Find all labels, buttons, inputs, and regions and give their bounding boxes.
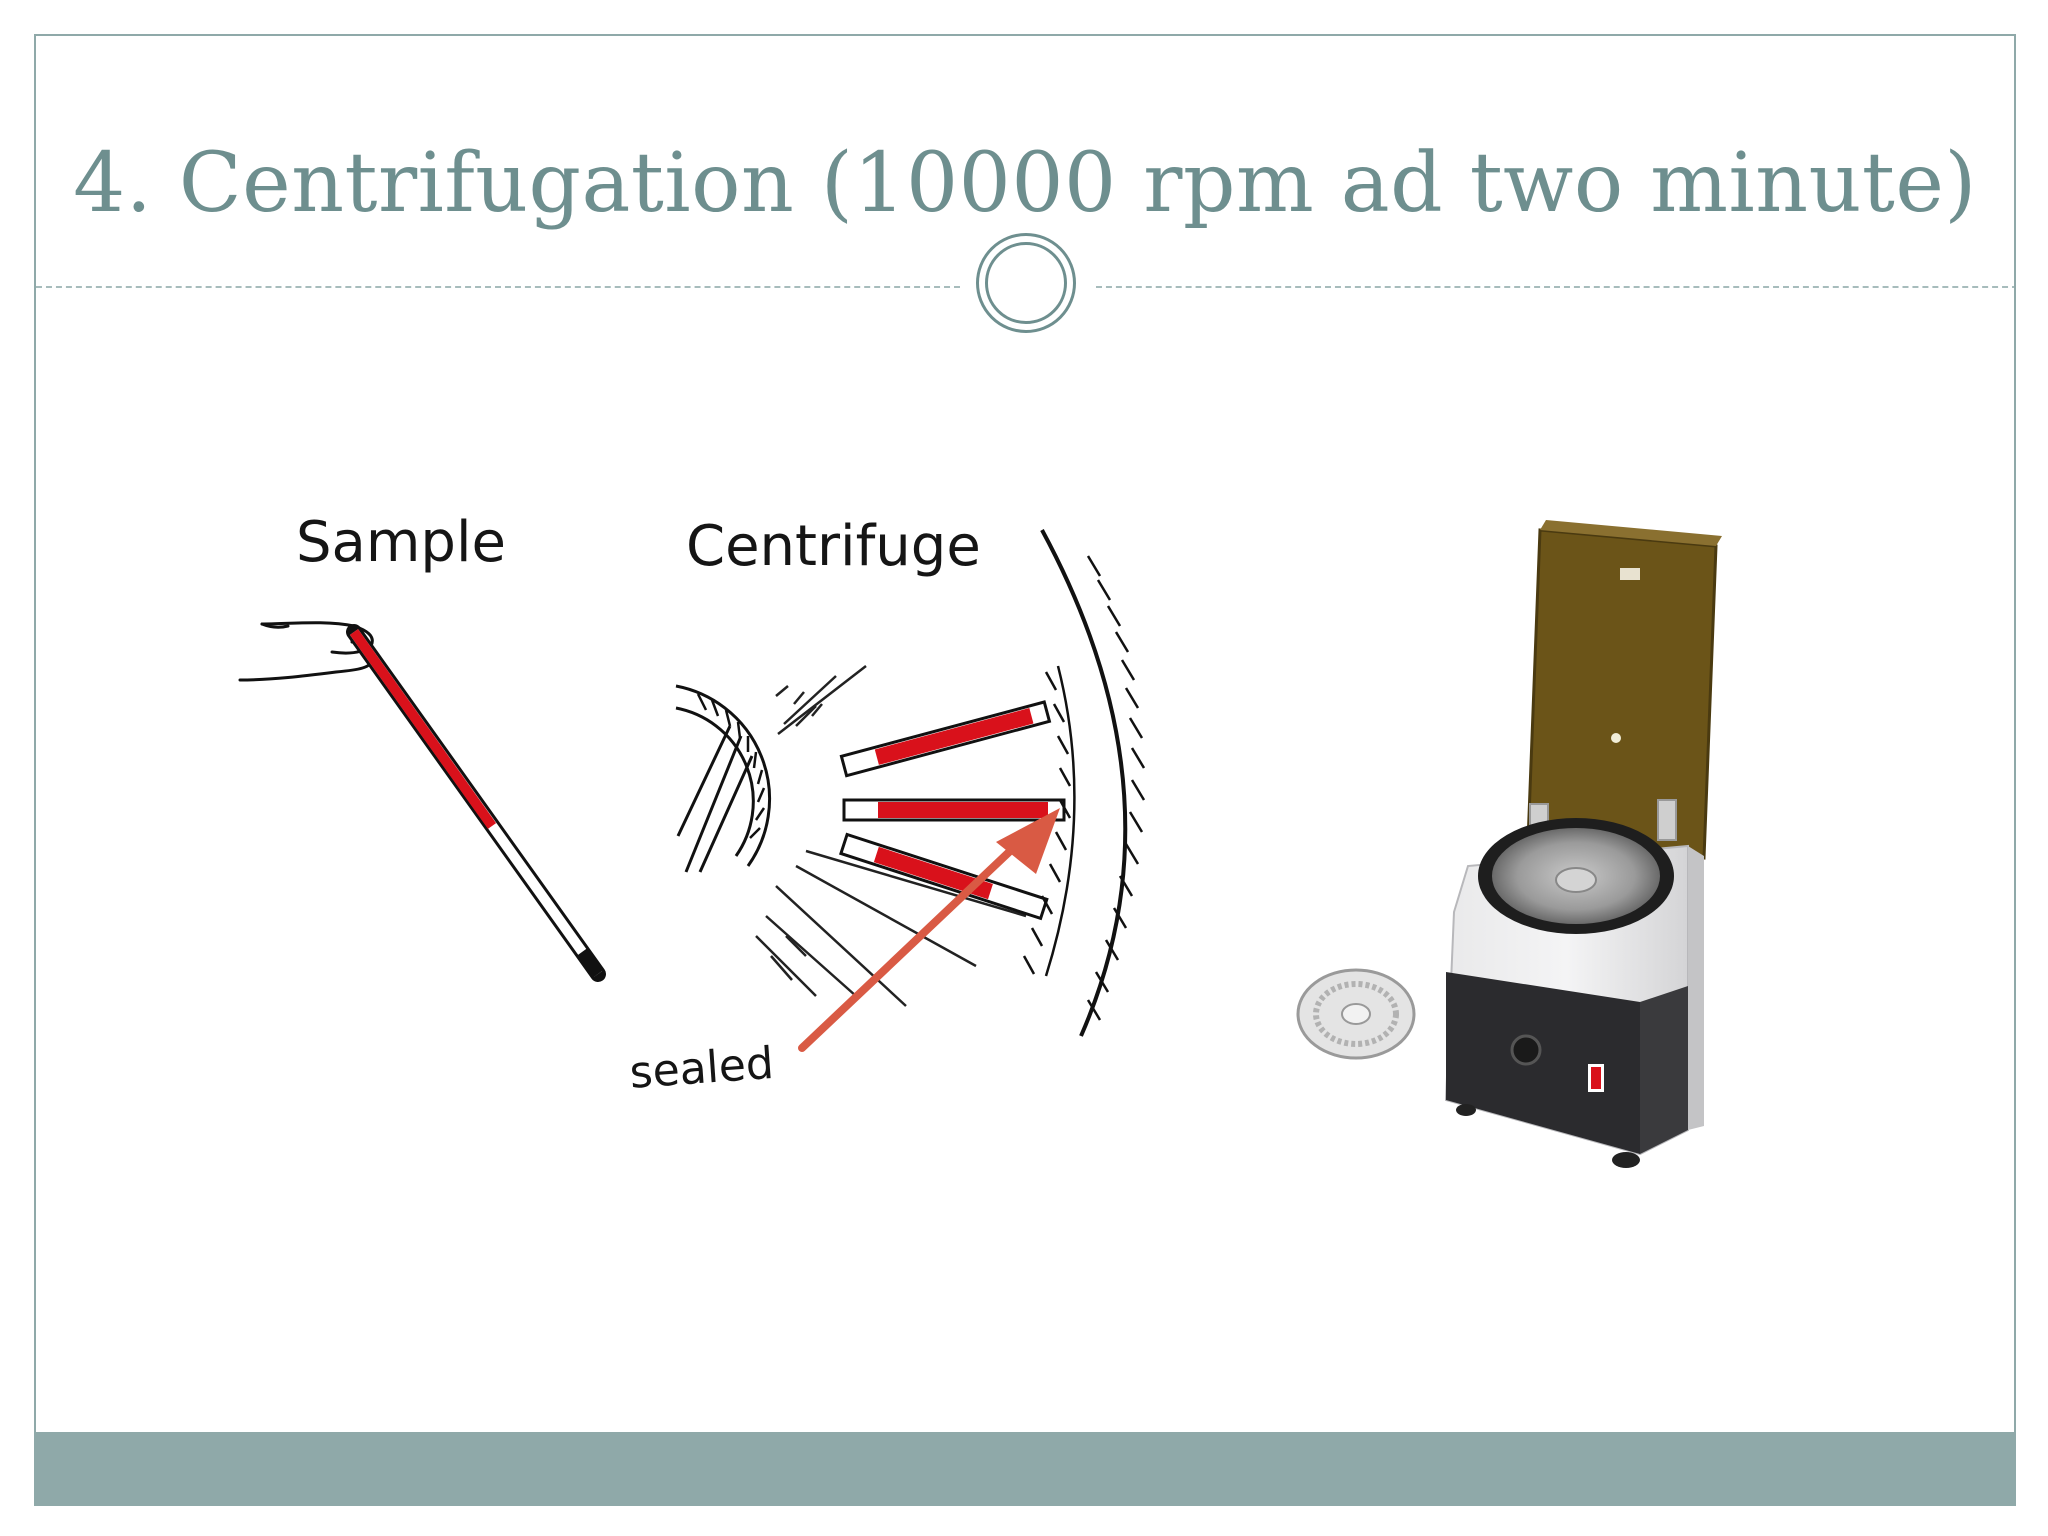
sealed-arrow (798, 808, 1060, 1052)
sample-label: Sample (296, 510, 506, 575)
footer-bar (34, 1432, 2016, 1506)
slide-title: 4. Centrifugation (10000 rpm ad two minu… (73, 136, 1977, 231)
rotor-disc (1296, 968, 1416, 1060)
centrifuge-drum (1040, 529, 1128, 1037)
drum-hatch (1022, 555, 1146, 1021)
capillary-centrifuge-illustration (238, 529, 1146, 1052)
title-divider-right (1096, 286, 2014, 288)
slide-frame: 4. Centrifugation (10000 rpm ad two minu… (34, 34, 2016, 1506)
ring-inner (985, 242, 1067, 324)
rotor-tubes (839, 700, 1066, 921)
centrifuge-label: Centrifuge (686, 514, 981, 579)
sample-capillary-tube (346, 624, 606, 982)
double-ring-icon (976, 233, 1076, 333)
motion-rays (755, 665, 1027, 1007)
machine-bowl (1478, 818, 1674, 934)
rotor-hub (675, 684, 772, 873)
centrifuge-machine-image (1296, 520, 1722, 1168)
hub-hatch (696, 693, 766, 839)
machine-lid (1526, 520, 1722, 860)
title-divider-left (36, 286, 960, 288)
